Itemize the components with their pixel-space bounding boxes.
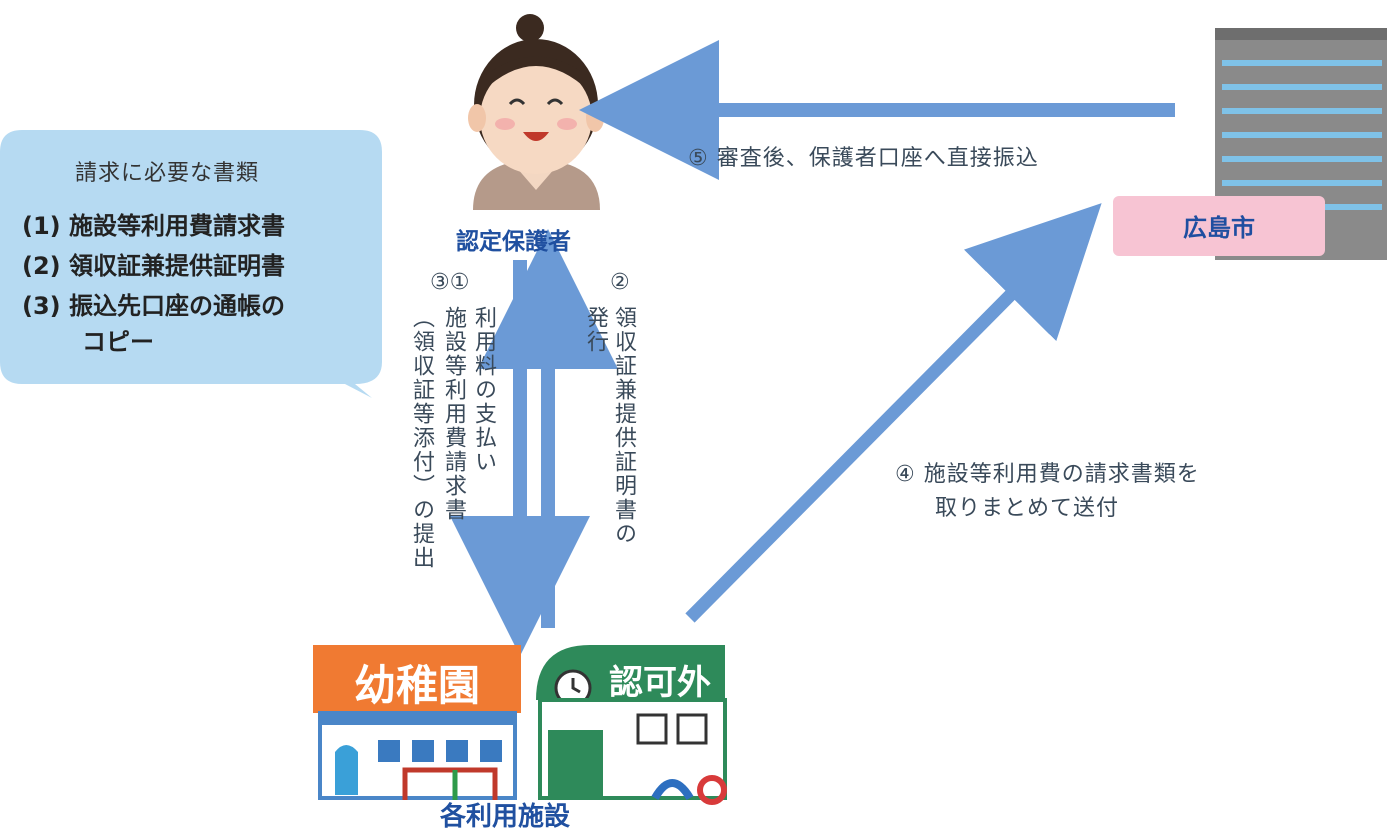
step1-text: 利用料の支払い: [471, 306, 496, 474]
kindergarten-sign: 幼稚園: [354, 661, 480, 710]
step3-text-1: 施設等利用費請求書: [441, 306, 466, 522]
kindergarten-building-icon: [313, 645, 521, 800]
guardian-person-icon: [468, 14, 604, 210]
step2-text-1: 領収証兼提供証明書の: [611, 306, 636, 546]
step5-text: ⑤ 審査後、保護者口座へ直接振込: [688, 146, 1039, 171]
unlicensed-sign: 認可外: [609, 663, 711, 703]
city-label-box: [1113, 196, 1325, 256]
step4-text-line2: 取りまとめて送付: [935, 496, 1120, 521]
unlicensed-facility-building-icon: [536, 645, 727, 805]
step4-text-line1: ④ 施設等利用費の請求書類を: [895, 462, 1200, 487]
bubble-item-2: (2) 領収証兼提供証明書: [22, 252, 285, 280]
speech-bubble: [0, 130, 382, 398]
step2-text-2: 発行: [583, 306, 608, 354]
bubble-item-4: コピー: [82, 328, 154, 356]
city-label: 広島市: [1183, 214, 1255, 242]
bubble-item-3: (3) 振込先口座の通帳の: [22, 292, 285, 320]
arrow-facility-to-city: [685, 203, 1102, 623]
facility-label: 各利用施設: [440, 802, 571, 832]
step3-text-2: （領収証等添付）の提出: [409, 306, 434, 570]
bubble-title: 請求に必要な書類: [75, 161, 260, 186]
guardian-label: 認定保護者: [456, 229, 571, 255]
step2-number: ②: [610, 270, 630, 295]
step31-number: ③①: [430, 270, 470, 295]
bubble-item-1: (1) 施設等利用費請求書: [22, 212, 285, 240]
